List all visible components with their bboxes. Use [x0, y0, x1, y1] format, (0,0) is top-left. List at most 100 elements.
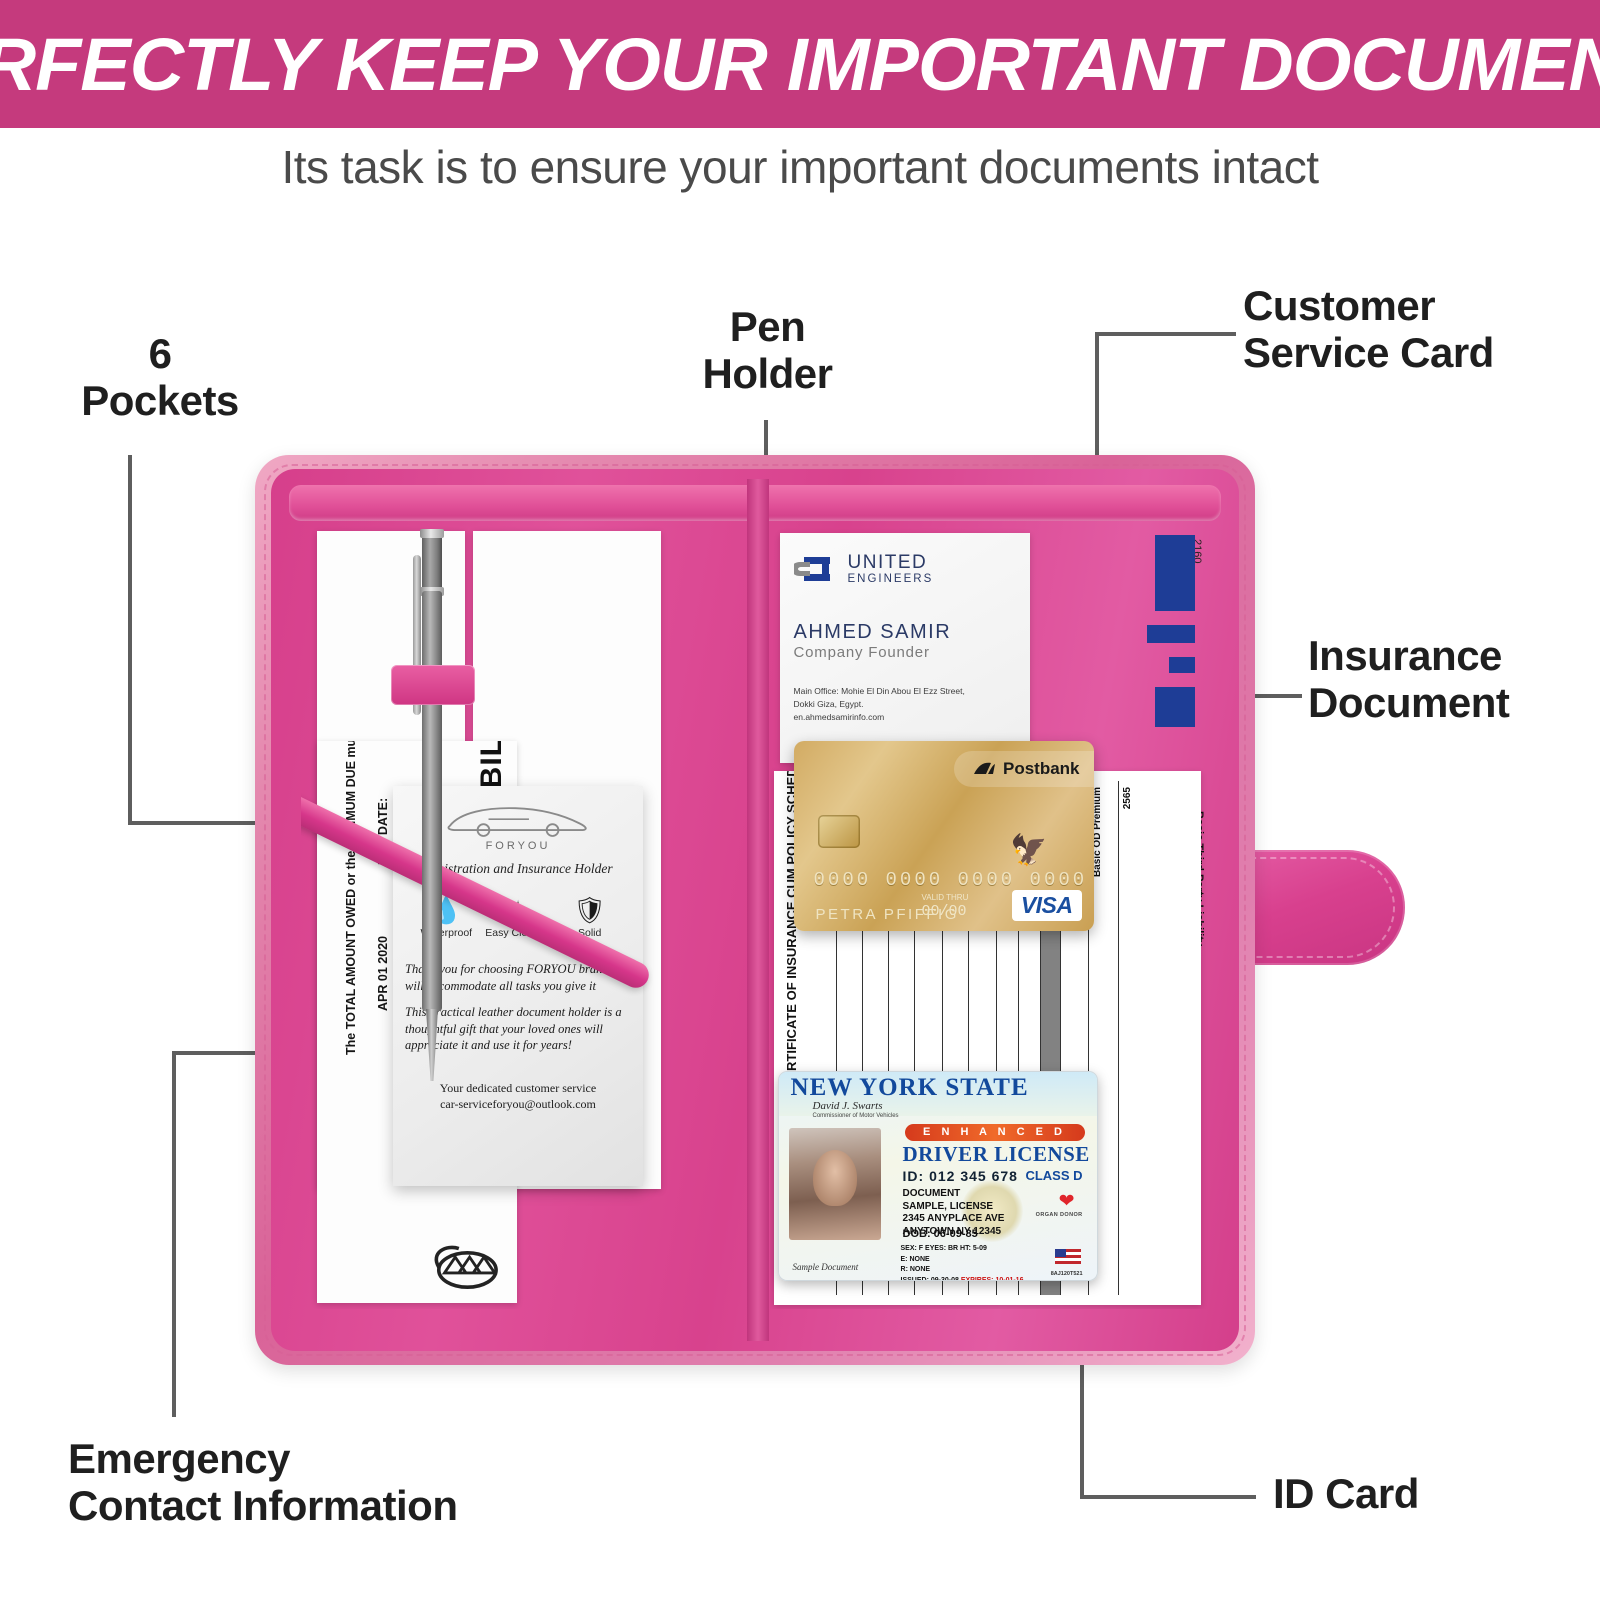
- pen-tip: [426, 1009, 438, 1081]
- credit-card: Postbank 🦅 0000 0000 0000 0000 VALID THR…: [793, 741, 1094, 931]
- leader-pockets-vertical: [128, 455, 132, 825]
- dl-document-type: DRIVER LICENSE: [902, 1142, 1090, 1166]
- pen-ring-top: [420, 529, 444, 538]
- dl-date-of-birth: DOB: 06-09-85: [902, 1228, 978, 1240]
- dl-name-line2: SAMPLE, LICENSE: [902, 1200, 994, 1212]
- shield-check-icon: 🛡: [573, 895, 607, 925]
- aaa-logo-icon: [434, 1245, 498, 1290]
- business-card-logo-row: UNITED ENGINEERS: [793, 549, 1016, 589]
- callout-emg-line1: Emergency: [68, 1435, 290, 1482]
- leader-cs-vertical: [1095, 332, 1099, 576]
- callout-label-pockets: 6 Pockets: [40, 330, 280, 424]
- printed-blue-marks: [1147, 535, 1209, 741]
- pen: [413, 521, 447, 1081]
- dl-commissioner-signature: David J. Swarts: [812, 1100, 883, 1112]
- callout-pockets-line1: 6: [148, 330, 172, 377]
- foryou-body-text: Thank you for choosing FORYOU brand. It …: [405, 961, 631, 1054]
- leader-cs-horizontal: [1095, 332, 1236, 336]
- business-card-company-line2: ENGINEERS: [847, 572, 934, 585]
- pen-holder-loop: [391, 665, 475, 705]
- organ-donor-heart-icon: ❤: [1058, 1191, 1075, 1212]
- callout-pen-line1: Pen: [729, 303, 806, 350]
- dl-sex-eyes-height: SEX: F EYES: BR HT: 5-09: [900, 1245, 987, 1252]
- dl-physical-details: SEX: F EYES: BR HT: 5-09 E: NONE R: NONE…: [900, 1244, 1024, 1281]
- page-subtitle: Its task is to ensure your important doc…: [281, 141, 1319, 193]
- callout-label-customer-service: Customer Service Card: [1243, 282, 1583, 376]
- business-card-company: UNITED ENGINEERS: [848, 553, 934, 585]
- business-card-role: Company Founder: [793, 644, 930, 661]
- dl-enhanced-badge: E N H A N C E D: [904, 1124, 1085, 1141]
- dl-restrictions: R: NONE: [900, 1266, 931, 1273]
- credit-card-valid-value: 00/00: [921, 903, 967, 920]
- dl-address-line1: 2345 ANYPLACE AVE: [902, 1213, 1005, 1224]
- dl-state-seal-icon: [960, 1180, 1023, 1242]
- callout-ins-line2: Document: [1308, 679, 1510, 727]
- customer-service-label: Your dedicated customer service: [439, 1080, 597, 1095]
- credit-card-bird-icon: 🦅: [1010, 834, 1048, 867]
- dl-endorsements: E: NONE: [900, 1255, 930, 1263]
- foryou-card-subtitle: Registration and Insurance Holder: [423, 861, 613, 876]
- bill-date-value: APR 01 2020: [376, 935, 390, 1011]
- callout-cs-line1: Customer: [1243, 282, 1436, 329]
- callout-label-insurance-document: Insurance Document: [1308, 632, 1600, 726]
- dl-portrait-photo: [788, 1128, 881, 1240]
- leader-id-vertical: [1080, 1262, 1084, 1498]
- foryou-customer-service-block: Your dedicated customer service car-serv…: [405, 1080, 631, 1112]
- business-card-address-1: Main Office: Mohie El Din Abou El Ezz St…: [793, 686, 965, 696]
- leader-emg-vertical: [172, 1054, 176, 1417]
- business-card: UNITED ENGINEERS AHMED SAMIR Company Fou…: [779, 533, 1030, 763]
- postbank-logo-icon: [973, 762, 995, 774]
- credit-card-number: 0000 0000 0000 0000: [813, 869, 1088, 891]
- dl-state-name: NEW YORK STATE: [790, 1074, 1029, 1101]
- customer-service-email: car-serviceforyou@outlook.com: [440, 1096, 596, 1111]
- wallet-interior: Auto Club Group Insurance POLICY NUMBER:…: [271, 469, 1239, 1351]
- pen-clip: [413, 555, 421, 715]
- wallet-left-panel: Auto Club Group Insurance POLICY NUMBER:…: [301, 521, 731, 1309]
- business-card-website: en.ahmedsamirinfo.com: [793, 711, 885, 722]
- visa-logo-icon: VISA: [1011, 890, 1082, 921]
- closure-tab: [1230, 850, 1405, 965]
- business-card-name: AHMED SAMIR: [793, 621, 952, 643]
- dl-organ-donor-label: ORGAN DONOR: [1035, 1212, 1083, 1218]
- dl-expires-date: EXPIRES: 10-01-16: [960, 1276, 1024, 1281]
- us-flag-icon: [1054, 1249, 1081, 1264]
- ps-col-sidenum: 2565: [1121, 787, 1133, 810]
- callout-id-line1: ID Card: [1273, 1470, 1419, 1517]
- bill-terms-text: The TOTAL AMOUNT OWED or the MINIMUM DUE…: [344, 741, 358, 1055]
- document-holder-wallet: Auto Club Group Insurance POLICY NUMBER:…: [255, 455, 1405, 1365]
- foryou-body-paragraph-1: Thank you for choosing FORYOU brand. It …: [405, 962, 623, 993]
- credit-card-bank-name: Postbank: [1002, 759, 1080, 778]
- dl-document-code: 8AJ120T521: [1050, 1271, 1083, 1277]
- pen-cap: [422, 535, 442, 595]
- dl-skyline-graphic: [778, 1072, 1097, 1116]
- callout-emg-line2: Contact Information: [68, 1482, 458, 1530]
- foryou-body-paragraph-2: This practical leather document holder i…: [405, 1005, 622, 1052]
- callout-label-pen-holder: Pen Holder: [645, 303, 890, 397]
- dl-id-number: ID: 012 345 678: [902, 1168, 1018, 1184]
- dl-sample-signature: Sample Document: [792, 1262, 859, 1272]
- callout-label-emergency: Emergency Contact Information: [68, 1435, 588, 1529]
- credit-card-holder: PETRA PFIFFIG: [815, 906, 959, 923]
- business-card-address-2: Dokki Giza, Egypt.: [793, 698, 864, 709]
- dl-commissioner-label: Commissioner of Motor Vehicles: [812, 1113, 899, 1119]
- credit-card-bank-bar: Postbank: [953, 751, 1094, 787]
- credit-card-valid-label: VALID THRU: [921, 893, 969, 902]
- callout-pockets-line2: Pockets: [81, 377, 239, 425]
- dl-holder-info: DOCUMENT SAMPLE, LICENSE 2345 ANYPLACE A…: [903, 1188, 1005, 1238]
- callout-label-id-card: ID Card: [1273, 1470, 1573, 1517]
- dl-issued-date: ISSUED: 09-30-08: [900, 1276, 959, 1281]
- callout-cs-line2: Service Card: [1243, 329, 1494, 377]
- callout-pen-line2: Holder: [702, 350, 833, 398]
- driver-license-card: NEW YORK STATE David J. Swarts Commissio…: [777, 1071, 1098, 1281]
- wallet-right-panel: 2160 Basic Third Party Liability: [770, 521, 1209, 1309]
- dl-name-line1: DOCUMENT: [902, 1188, 961, 1199]
- leader-id-horizontal: [1080, 1495, 1256, 1499]
- business-card-address: Main Office: Mohie El Din Abou El Ezz St…: [794, 685, 1016, 723]
- feature-solid: 🛡 Solid: [554, 897, 625, 939]
- business-card-company-line1: UNITED: [847, 552, 928, 573]
- pen-barrel: [422, 591, 442, 1011]
- foryou-brand-name: FORYOU: [485, 840, 551, 852]
